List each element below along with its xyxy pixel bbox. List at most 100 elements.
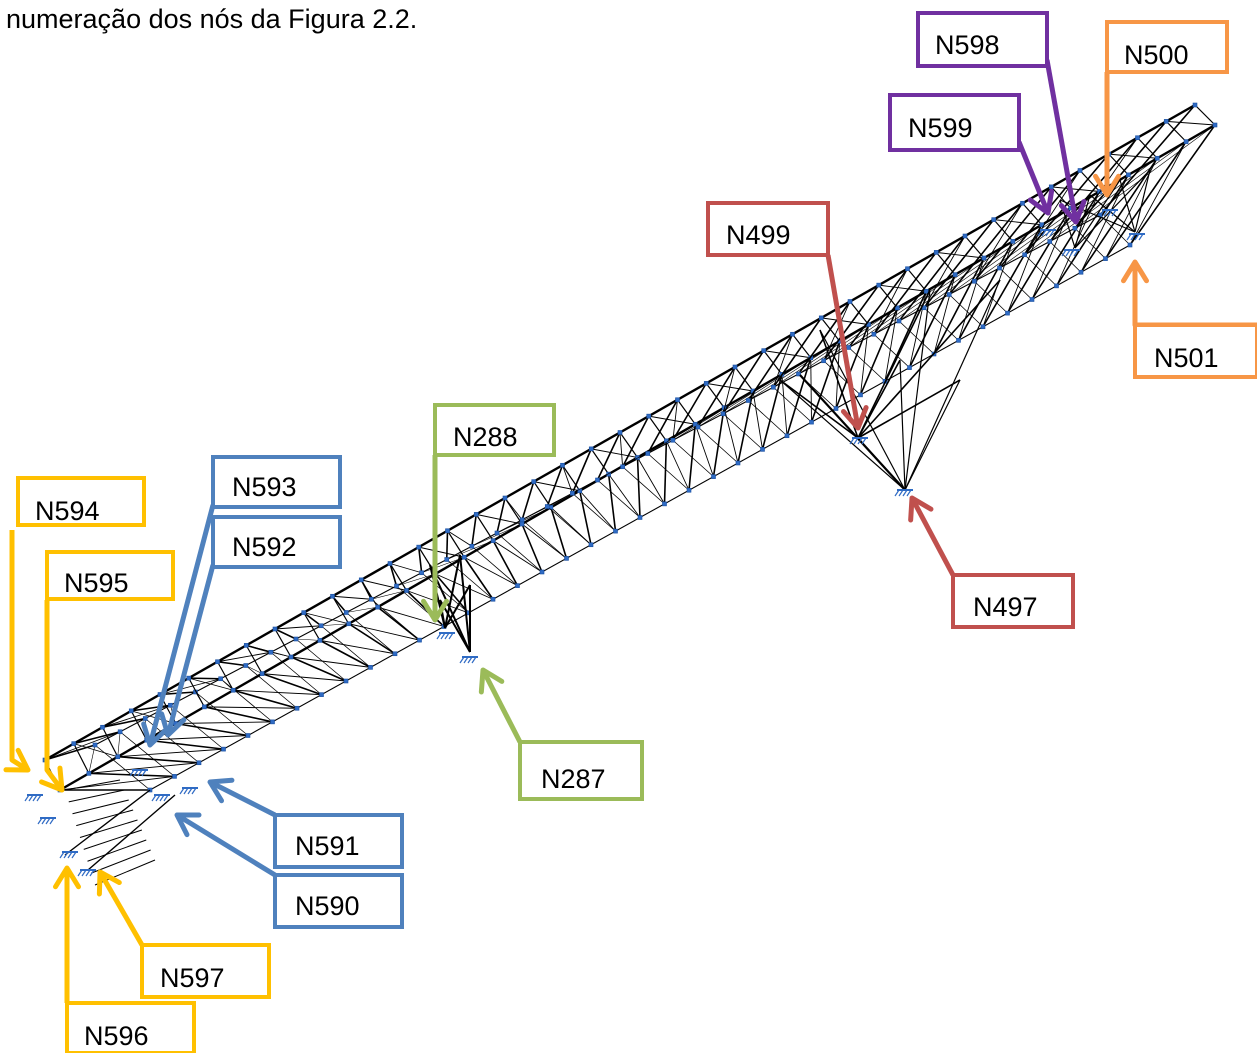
truss-vertical xyxy=(772,317,822,388)
truss-node xyxy=(1047,239,1053,244)
truss-crossbeam xyxy=(923,307,959,341)
truss-crossbeam xyxy=(590,448,610,475)
truss-node xyxy=(469,543,475,549)
truss-node xyxy=(858,392,863,398)
truss-diagonal xyxy=(923,235,966,308)
truss-node xyxy=(317,638,323,643)
truss-diagonal xyxy=(810,357,812,423)
truss-node xyxy=(196,760,202,766)
truss-diagonal xyxy=(622,423,696,468)
truss-vertical xyxy=(496,497,506,534)
truss-node xyxy=(128,708,134,714)
truss-vertical xyxy=(884,290,927,382)
truss-diagonal xyxy=(763,350,811,359)
callout-label: N597 xyxy=(160,963,225,993)
truss-node xyxy=(1022,252,1027,258)
truss-diagonal xyxy=(1024,170,1081,255)
truss-node xyxy=(933,250,939,255)
tower-member xyxy=(439,599,471,653)
ramp-member xyxy=(68,789,125,803)
truss-vertical xyxy=(389,563,398,587)
truss-node xyxy=(896,318,902,324)
truss-crossbeam xyxy=(101,726,119,758)
truss-diagonal xyxy=(748,340,840,401)
truss-node xyxy=(871,331,877,337)
callout-arrow xyxy=(175,812,277,878)
truss-node xyxy=(202,704,207,710)
truss-node xyxy=(330,593,335,599)
callout-label: N501 xyxy=(1154,343,1219,373)
support-symbol xyxy=(1126,233,1145,241)
truss-crossbeam xyxy=(504,497,523,525)
truss-vertical xyxy=(471,514,478,547)
truss-crossbeam xyxy=(245,645,263,674)
arrow-head xyxy=(3,747,31,773)
callout-label: N592 xyxy=(232,532,297,562)
truss-node xyxy=(1126,172,1131,178)
truss-diagonal xyxy=(648,415,696,425)
arrow-head xyxy=(840,405,869,431)
truss-node xyxy=(809,419,814,425)
support-symbol xyxy=(24,794,43,802)
truss-node xyxy=(394,583,399,589)
arrow-head xyxy=(1093,173,1121,198)
truss-diagonal xyxy=(973,203,1023,282)
truss-crossbeam xyxy=(873,333,910,368)
support-symbol xyxy=(151,794,170,802)
truss-crossbeam xyxy=(496,532,543,573)
callout-label: N594 xyxy=(35,496,100,526)
truss-node xyxy=(675,397,680,403)
truss-node xyxy=(952,272,958,277)
truss-node xyxy=(369,596,374,602)
truss-node xyxy=(1127,242,1133,248)
support-symbols xyxy=(24,209,1145,877)
callout-box xyxy=(518,740,644,801)
truss-node xyxy=(620,464,625,470)
truss-vertical xyxy=(290,656,347,682)
arrow-head xyxy=(53,865,81,890)
truss-vertical xyxy=(948,202,1024,296)
truss-vertical xyxy=(1104,141,1187,260)
truss-crossbeam xyxy=(195,691,249,736)
arrow-head xyxy=(174,812,202,838)
truss-diagonal xyxy=(377,606,445,627)
truss-node xyxy=(519,521,525,527)
callout-n287: N287 xyxy=(478,667,644,801)
truss-crossbeam xyxy=(734,366,754,392)
truss-vertical xyxy=(697,366,736,428)
callout-arrow xyxy=(1016,141,1051,214)
truss-vertical xyxy=(722,350,765,415)
callout-n499: N499 xyxy=(706,201,869,431)
truss-crossbeam xyxy=(345,612,396,655)
truss-node xyxy=(142,716,148,721)
truss-node xyxy=(387,561,393,566)
truss-vertical xyxy=(998,169,1081,269)
truss-vertical xyxy=(117,755,200,764)
truss-vertical xyxy=(923,219,995,309)
truss-crossbeam xyxy=(1074,227,1106,259)
truss-node xyxy=(1039,222,1045,228)
truss-vertical xyxy=(571,448,592,494)
truss-diagonal xyxy=(262,673,347,682)
truss-crossbeam xyxy=(130,710,148,741)
truss-node xyxy=(1020,200,1025,206)
truss-diagonal xyxy=(361,579,407,591)
truss-node xyxy=(956,338,961,343)
truss-node xyxy=(293,636,299,642)
truss-crossbeam xyxy=(245,665,298,709)
truss-node xyxy=(821,358,826,364)
callout-n594: N594 xyxy=(3,476,146,773)
truss-node xyxy=(923,288,929,294)
tower-member xyxy=(799,374,906,491)
truss-crossbeam xyxy=(270,651,322,695)
truss-diagonal xyxy=(1049,141,1187,242)
truss-vertical xyxy=(672,382,707,441)
truss-vertical xyxy=(274,628,297,640)
truss-node xyxy=(168,702,173,708)
truss-diagonal xyxy=(348,623,420,641)
truss-diagonal xyxy=(175,721,273,724)
truss-node xyxy=(1163,119,1169,124)
truss-vertical xyxy=(550,507,568,559)
truss-node xyxy=(243,663,249,668)
truss-node xyxy=(686,487,692,493)
